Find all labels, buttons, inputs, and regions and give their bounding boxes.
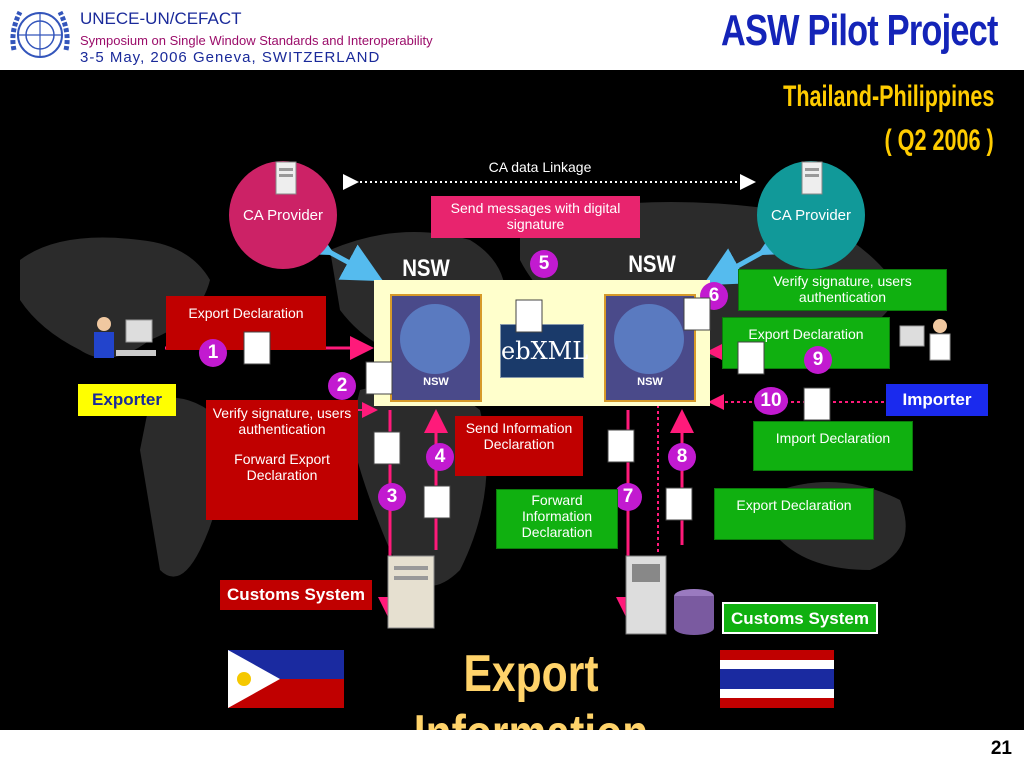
document-icon [737,341,765,375]
event-date-place: 3-5 May, 2006 Geneva, SWITZERLAND [80,49,381,66]
customs-server-right-icon [625,555,714,635]
philippines-flag-icon [228,650,344,708]
send-info-box: Send Information Declaration [455,416,583,476]
document-icon [365,361,393,395]
step-9-badge: 9 [804,346,832,374]
document-icon [515,299,543,333]
document-icons [243,297,831,521]
nsw-right-label: NSW [628,251,676,278]
page-title: ASW Pilot Project [721,6,998,55]
document-icon [607,429,635,463]
forward-info-box: Forward Information Declaration [496,489,618,549]
nsw-left-badge: NSW [423,376,449,388]
customs-system-right: Customs System [722,602,878,634]
verify-forward-box-left: Verify signature, users authentication F… [206,400,358,520]
org-name: UNECE-UN/CEFACT [80,9,242,28]
customs-server-left-icon [387,555,435,629]
forward-export-text: Forward Export Declaration [234,451,330,483]
step-5-badge: 5 [530,250,558,278]
send-messages-box: Send messages with digital signature [431,196,640,238]
exporter-label: Exporter [78,384,176,416]
step-2-badge: 2 [328,372,356,400]
un-emblem-icon [10,10,70,58]
importer-label: Importer [886,384,988,416]
diagram-stage: Thailand-Philippines ( Q2 2006 ) [0,70,1024,730]
import-declaration-box: Import Declaration [753,421,913,471]
exporter-person-icon [94,317,156,358]
document-icon [243,331,271,365]
slide-footer [0,730,1024,768]
nsw-left-label: NSW [402,255,450,282]
importer-person-icon [899,319,951,361]
step-1-badge: 1 [199,339,227,367]
verify-signature-text-left: Verify signature, users authentication [212,405,352,437]
nsw-right-badge: NSW [637,376,663,388]
document-icon [683,297,711,331]
slide-header [0,0,1024,70]
step-7-badge: 7 [614,483,642,511]
server-icon [801,161,823,195]
ca-provider-right-label: CA Provider [770,207,852,224]
server-icon [275,161,297,195]
step-4-badge: 4 [426,443,454,471]
ca-linkage-label: CA data Linkage [488,159,592,175]
document-icon [803,387,831,421]
thailand-flag-icon [720,650,834,708]
subtitle-countries: Thailand-Philippines [782,80,994,113]
step-10-badge: 10 [754,387,788,415]
event-name: Symposium on Single Window Standards and… [80,33,433,48]
export-declaration-box-right-2: Export Declaration [714,488,874,540]
nsw-right-system: NSW [604,294,696,402]
subtitle-period: ( Q2 2006 ) [884,124,994,157]
export-information-banner: Export Information [414,645,649,730]
page-number: 21 [990,738,1012,759]
step-8-badge: 8 [668,443,696,471]
nsw-left-system: NSW [390,294,482,402]
verify-signature-box-right: Verify signature, users authentication [738,269,947,311]
customs-system-left: Customs System [220,580,372,610]
document-icon [423,485,451,519]
ca-provider-left-label: CA Provider [242,207,324,224]
ebxml-logo: ebXML [500,324,588,378]
step-3-badge: 3 [378,483,406,511]
document-icon [665,487,693,521]
document-icon [373,431,401,465]
